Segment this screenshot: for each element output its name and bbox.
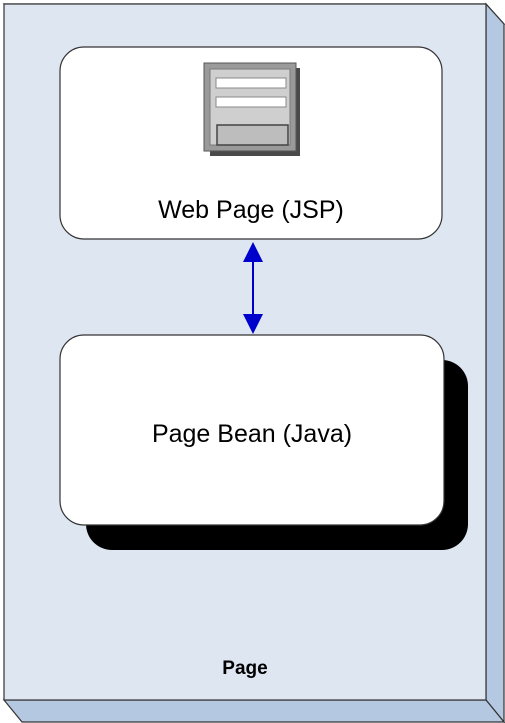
web-page-label: Web Page (JSP) [158, 196, 344, 224]
page-bean-box [59, 334, 445, 526]
page-container-label: Page [222, 658, 268, 679]
container-bottom-face [2, 699, 505, 723]
container-side-face [485, 2, 505, 723]
form-icon [203, 62, 300, 156]
page-bean-label: Page Bean (Java) [151, 420, 353, 448]
bidirectional-arrow-icon [243, 242, 263, 334]
